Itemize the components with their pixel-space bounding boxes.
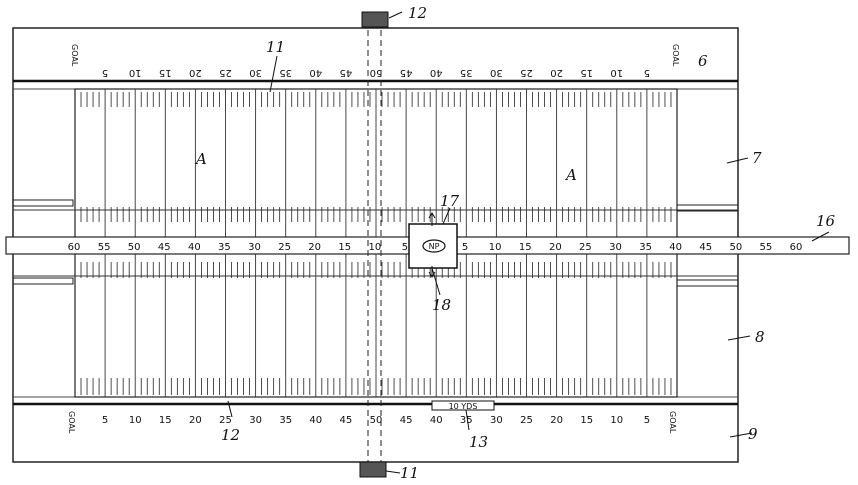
ref-numeral-8: 8 — [755, 328, 765, 346]
goal-label-bottom-right: GOAL — [668, 411, 677, 434]
bottom-yard-number: 15 — [159, 415, 172, 426]
side-slots — [12, 199, 739, 287]
slide-scale-number: 5 — [462, 242, 468, 253]
bottom-yard-number: 20 — [189, 415, 202, 426]
slide-scale-number: 20 — [308, 242, 321, 253]
bottom-yard-number: 15 — [580, 415, 593, 426]
top-yard-number: 40 — [430, 67, 443, 78]
slide-scale-number: 25 — [278, 242, 291, 253]
slide-scale-number: 35 — [218, 242, 231, 253]
slide-scale-number: 15 — [338, 242, 351, 253]
bottom-yard-number: 35 — [279, 415, 292, 426]
bottom-yard-number: 45 — [340, 415, 353, 426]
slide-scale-number: 20 — [549, 242, 562, 253]
slide-scale-number: 10 — [489, 242, 502, 253]
bottom-yard-number: 40 — [430, 415, 443, 426]
top-yard-number: 45 — [400, 67, 413, 78]
top-yard-number: 10 — [129, 67, 142, 78]
bottom-yard-number: 50 — [370, 415, 383, 426]
ref-numeral-11-bottom: 11 — [400, 464, 419, 482]
reference-numerals: 12 11 6 7 A A 17 16 18 8 12 13 9 11 — [194, 4, 836, 482]
bottom-yard-number: 30 — [490, 415, 503, 426]
ten-yard-marker-label: 10 YDS — [449, 402, 478, 411]
slide-scale-number: 50 — [128, 242, 141, 253]
bottom-yard-number: 40 — [309, 415, 322, 426]
top-yard-number: 5 — [644, 67, 650, 78]
ref-numeral-11-top: 11 — [266, 38, 285, 56]
goal-label-bottom-left: GOAL — [67, 411, 76, 434]
slide-scale-number: 55 — [98, 242, 111, 253]
ref-numeral-a-left: A — [194, 150, 207, 168]
slider-knob-top[interactable] — [361, 11, 389, 28]
ref-numeral-13: 13 — [469, 433, 488, 451]
slide-scale-number: 45 — [158, 242, 171, 253]
bottom-yard-number: 20 — [550, 415, 563, 426]
ref-numeral-18: 18 — [432, 296, 451, 314]
top-yard-number: 30 — [490, 67, 503, 78]
top-yard-number: 25 — [520, 67, 533, 78]
bottom-yard-number: 10 — [610, 415, 623, 426]
bottom-yard-numbers: 5 10 15 20 25 30 35 40 45 50 45 40 35 30 25 20 15 10 5 — [102, 415, 650, 426]
arrow-up-icon — [428, 212, 436, 226]
leader-lines — [227, 11, 830, 474]
slide-scale-number: 60 — [68, 242, 81, 253]
slide-scale-number: 5 — [402, 242, 408, 253]
slide-scale-numbers: 60 55 50 45 40 35 30 25 20 15 10 50 5 10 15 20 25 30 35 40 4… — [68, 242, 803, 253]
slide-scale-number: 30 — [248, 242, 261, 253]
top-yard-number: 35 — [460, 67, 473, 78]
top-yard-numbers: 5 10 15 20 25 30 35 40 45 50 45 40 35 30 25 20 15 10 5 — [102, 67, 650, 78]
bottom-yard-number: 5 — [102, 415, 108, 426]
ball-label: NP — [429, 242, 440, 251]
slide-scale-number: 35 — [639, 242, 652, 253]
bottom-yard-number: 5 — [644, 415, 650, 426]
top-yard-number: 10 — [610, 67, 623, 78]
ref-numeral-7: 7 — [752, 149, 762, 167]
top-yard-number: 15 — [159, 67, 172, 78]
top-yard-number: 20 — [189, 67, 202, 78]
bottom-yard-number: 45 — [400, 415, 413, 426]
slider-knob-bottom[interactable] — [359, 461, 387, 478]
slide-scale-number: 50 — [729, 242, 742, 253]
ball-icon[interactable] — [422, 239, 446, 253]
hash-marks — [80, 92, 672, 395]
slide-scale-number: 40 — [669, 242, 682, 253]
ref-numeral-6: 6 — [698, 52, 708, 70]
top-yard-number: 25 — [219, 67, 232, 78]
bottom-yard-number: 25 — [520, 415, 533, 426]
ref-numeral-a-right: A — [564, 166, 577, 184]
bottom-yard-number: 35 — [460, 415, 473, 426]
slide-scale-number: 45 — [699, 242, 712, 253]
bottom-yard-number: 30 — [249, 415, 262, 426]
slide-scale-number: 15 — [519, 242, 532, 253]
slide-scale-number: 55 — [760, 242, 773, 253]
slide-scale-number: 25 — [579, 242, 592, 253]
top-yard-number: 40 — [309, 67, 322, 78]
top-yard-number: 5 — [102, 67, 108, 78]
top-yard-number: 45 — [340, 67, 353, 78]
ref-numeral-12-top: 12 — [408, 4, 427, 22]
slide-scale-number: 40 — [188, 242, 201, 253]
goal-labels: GOAL GOAL GOAL GOAL — [67, 44, 680, 434]
slide-scale-number: 30 — [609, 242, 622, 253]
slide-scale-number: 60 — [790, 242, 803, 253]
ref-numeral-16: 16 — [816, 212, 836, 230]
goal-label-top-right: GOAL — [671, 44, 680, 67]
top-yard-number: 30 — [249, 67, 262, 78]
bottom-yard-number: 25 — [219, 415, 232, 426]
ref-numeral-9: 9 — [748, 425, 758, 443]
top-yard-number: 15 — [580, 67, 593, 78]
ref-numeral-17: 17 — [440, 192, 460, 210]
top-yard-number: 20 — [550, 67, 563, 78]
goal-label-top-left: GOAL — [70, 44, 79, 67]
bottom-yard-number: 10 — [129, 415, 142, 426]
ball-marker-box[interactable] — [408, 223, 458, 269]
ref-numeral-12-bottom: 12 — [221, 426, 240, 444]
top-yard-number: 50 — [370, 67, 383, 78]
slide-scale-number: 10 — [368, 242, 381, 253]
top-yard-number: 35 — [279, 67, 292, 78]
ten-yard-marker[interactable] — [431, 400, 495, 411]
